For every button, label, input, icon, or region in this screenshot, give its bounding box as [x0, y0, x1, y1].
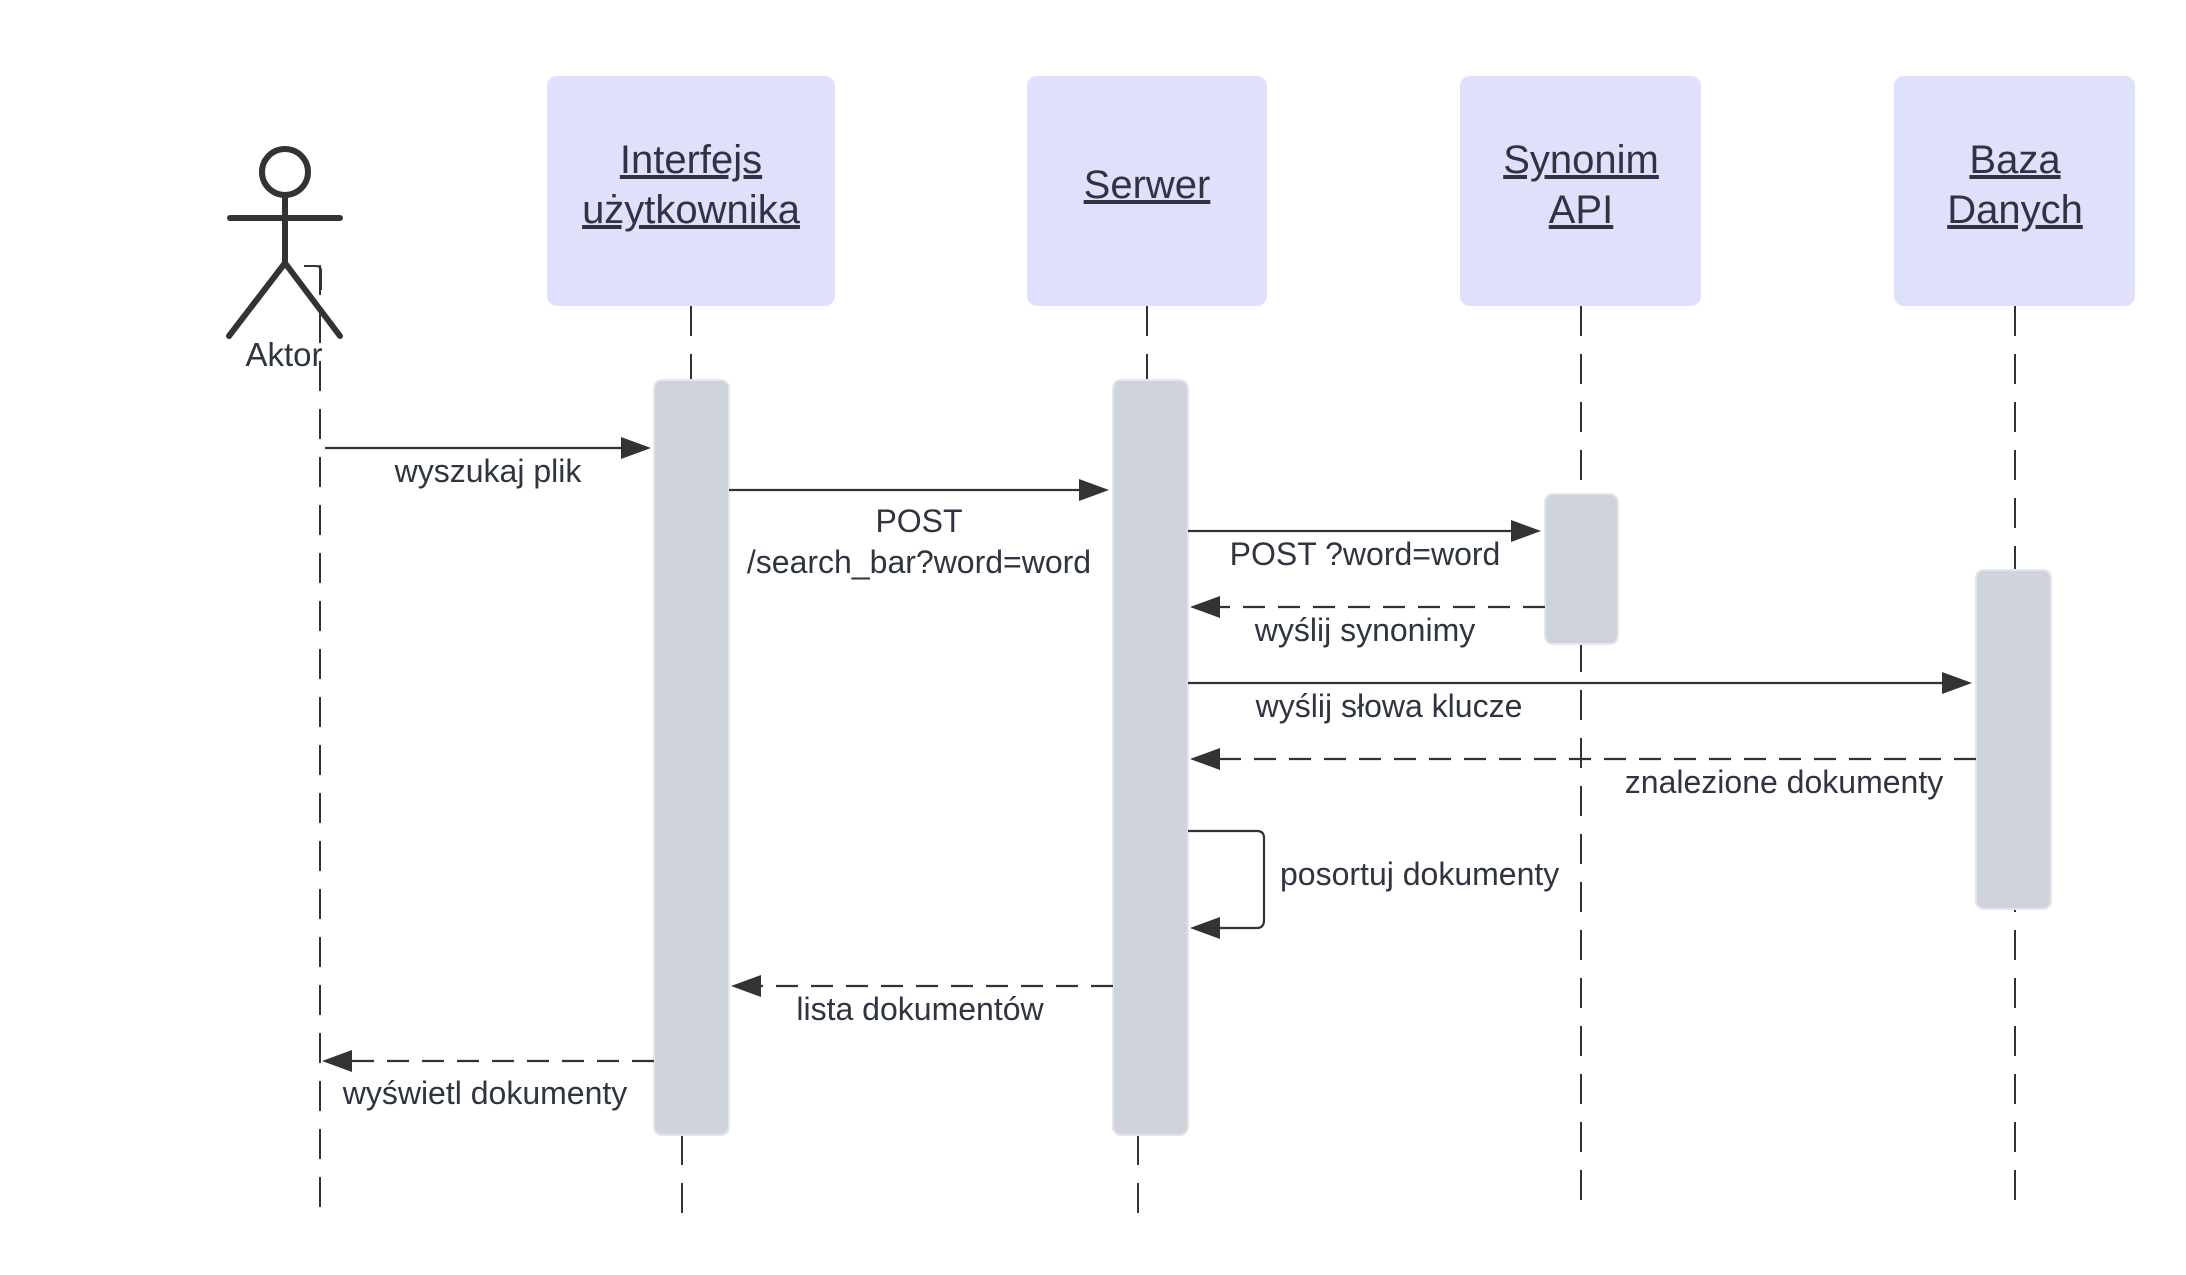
message-posortuj-dokumenty: posortuj dokumenty	[1188, 829, 1559, 939]
arrowhead-icon	[1511, 520, 1541, 542]
message-label: lista dokumentów	[796, 991, 1044, 1027]
message-wyszukaj-plik: wyszukaj plik	[325, 437, 651, 489]
message-label: znalezione dokumenty	[1625, 764, 1943, 800]
actor-connector	[304, 265, 322, 290]
message-znalezione-dokumenty: znalezione dokumenty	[1190, 748, 1976, 800]
actor-figure-icon	[226, 146, 343, 339]
participant-label-line2: użytkownika	[582, 188, 801, 232]
participant-label-line1: Interfejs	[620, 138, 762, 182]
participant-label-line1: Baza	[1969, 138, 2061, 182]
activation-synonim-api	[1544, 493, 1619, 645]
message-post-word: POST ?word=word	[1188, 520, 1541, 572]
message-label: posortuj dokumenty	[1280, 856, 1559, 892]
arrowhead-icon	[621, 437, 651, 459]
message-line	[1188, 829, 1266, 930]
activation-serwer	[1112, 379, 1189, 1136]
message-label: wyszukaj plik	[394, 453, 583, 489]
participant-baza-danych: Baza Danych	[1894, 76, 2135, 306]
participant-box	[1027, 76, 1267, 306]
message-label-line2: /search_bar?word=word	[747, 544, 1091, 580]
actor: Aktor	[226, 146, 343, 373]
arrowhead-icon	[1079, 479, 1109, 501]
participant-synonim-api: Synonim API	[1460, 76, 1701, 306]
participant-box	[1894, 76, 2135, 306]
participant-box	[1460, 76, 1701, 306]
message-label: POST ?word=word	[1230, 536, 1501, 572]
arrowhead-icon	[731, 975, 761, 997]
arrowhead-icon	[1190, 917, 1220, 939]
participant-interfejs: Interfejs użytkownika	[547, 76, 835, 306]
participant-label-line1: Synonim	[1503, 138, 1659, 182]
message-label: wyślij słowa klucze	[1255, 688, 1523, 724]
message-post-search-bar: POST /search_bar?word=word	[729, 479, 1109, 580]
message-lista-dokumentow: lista dokumentów	[731, 975, 1113, 1027]
activation-interfejs	[653, 379, 730, 1136]
activation-baza-danych	[1975, 569, 2052, 910]
arrowhead-icon	[1190, 748, 1220, 770]
arrowhead-icon	[322, 1050, 352, 1072]
participant-serwer: Serwer	[1027, 76, 1267, 306]
arrowhead-icon	[1942, 672, 1972, 694]
actor-label: Aktor	[245, 336, 322, 373]
message-wyslij-slowa-klucze: wyślij słowa klucze	[1188, 672, 1972, 724]
participant-label-line2: API	[1549, 188, 1613, 232]
participant-label-line2: Danych	[1947, 188, 2083, 232]
message-label-line1: POST	[875, 503, 962, 539]
message-label: wyświetl dokumenty	[342, 1075, 628, 1111]
arrowhead-icon	[1190, 596, 1220, 618]
message-label: wyślij synonimy	[1254, 612, 1475, 648]
message-wyslij-synonimy: wyślij synonimy	[1190, 596, 1545, 648]
participant-box	[547, 76, 835, 306]
participant-label-line1: Serwer	[1084, 163, 1211, 207]
message-wyswietl-dokumenty: wyświetl dokumenty	[322, 1050, 654, 1111]
